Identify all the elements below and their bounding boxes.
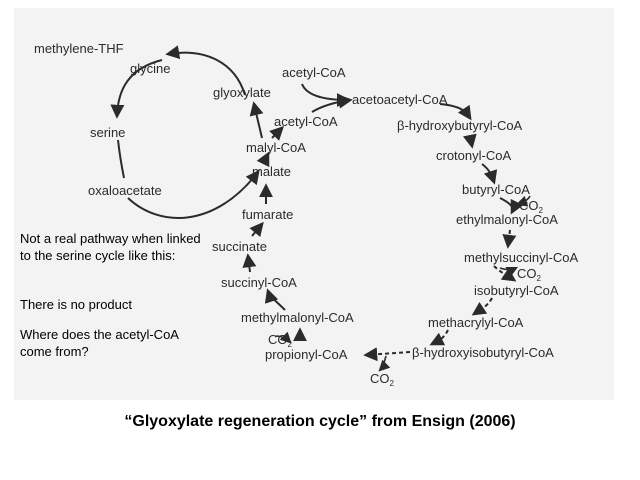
co2-labels: CO2 CO2 CO2 CO2	[268, 198, 544, 388]
arrow-hydroxyisobutyryl-to-propionyl	[363, 347, 411, 362]
co2-in-ethylmalonyl-arrow	[515, 195, 531, 207]
arrow-malylcoa-to-glyoxylate	[249, 101, 264, 139]
arrow-glyoxylate-to-glycine	[165, 45, 246, 96]
note-not-real-pathway: Not a real pathway when linked to the se…	[20, 231, 201, 263]
label-methylmalonyl-coa: methylmalonyl-CoA	[241, 310, 354, 325]
label-methylene-thf: methylene-THF	[34, 41, 124, 56]
label-hydroxybutyryl-coa: β-hydroxybutyryl-CoA	[397, 118, 523, 133]
arrow-succinylcoa-to-succinate	[242, 253, 257, 273]
note-acetyl-coa-source: Where does the acetyl-CoA come from?	[20, 327, 179, 359]
arrow-acetyl-top-to-acetoacetyl	[301, 83, 351, 107]
co2-label-hydroxyisobutyryl: CO2	[370, 371, 395, 388]
label-succinate: succinate	[212, 239, 267, 254]
arrow-serine-to-oxaloacetate	[117, 139, 125, 179]
arrow-glycine-to-serine	[110, 59, 163, 119]
arrow-hydroxybutyryl-to-crotonyl	[462, 133, 477, 149]
left-arc-arrows	[242, 83, 353, 342]
arrow-methylmalonyl-to-succinylcoa	[264, 288, 286, 311]
co2-out-methylsuccinyl-arrow	[499, 266, 519, 278]
co2-label-propionyl: CO2	[268, 332, 293, 349]
compound-labels: methylene-THF glycine serine oxaloacetat…	[34, 41, 578, 362]
arrow-succinate-to-fumarate	[249, 221, 264, 238]
arrow-ethylmalonyl-to-methylsuccinyl	[502, 229, 517, 249]
arrow-malate-to-malylcoa	[256, 151, 270, 168]
arrow-butyryl-to-ethylmalonyl	[499, 197, 524, 215]
label-serine: serine	[90, 125, 125, 140]
label-acetyl-coa-inner: acetyl-CoA	[274, 114, 338, 129]
label-oxaloacetate: oxaloacetate	[88, 183, 162, 198]
co2-label-methylsuccinyl: CO2	[517, 266, 542, 283]
label-glycine: glycine	[130, 61, 170, 76]
figure-caption: “Glyoxylate regeneration cycle” from Ens…	[124, 413, 516, 430]
label-fumarate: fumarate	[242, 207, 293, 222]
co2-out-hydroxyisobutyryl-arrow	[378, 355, 391, 372]
label-succinyl-coa: succinyl-CoA	[221, 275, 297, 290]
label-propionyl-coa: propionyl-CoA	[265, 347, 348, 362]
label-methacrylyl-coa: methacrylyl-CoA	[428, 315, 524, 330]
serine-cycle-arrows	[110, 45, 260, 219]
arrow-malylcoa-to-acetylcoa	[269, 126, 284, 141]
label-acetyl-coa-top: acetyl-CoA	[282, 65, 346, 80]
arrow-acetoacetyl-to-hydroxybutyryl	[439, 103, 472, 121]
note-no-product: There is no product	[20, 297, 133, 312]
label-malyl-coa: malyl-CoA	[246, 140, 306, 155]
arrow-isobutyryl-to-methacrylyl	[471, 297, 493, 316]
arrow-crotonyl-to-butyryl	[481, 163, 498, 185]
right-arc-arrows	[363, 103, 524, 362]
co2-in-propionyl-arrow	[275, 331, 292, 344]
label-ethylmalonyl-coa: ethylmalonyl-CoA	[456, 212, 558, 227]
arrow-oxaloacetate-to-malate	[127, 169, 260, 219]
label-butyryl-coa: butyryl-CoA	[462, 182, 530, 197]
arrow-acetylcoa-to-acetoacetyl	[311, 94, 353, 113]
arrow-methacrylyl-to-hydroxyisobutyryl	[429, 329, 449, 346]
label-isobutyryl-coa: isobutyryl-CoA	[474, 283, 559, 298]
label-glyoxylate: glyoxylate	[213, 85, 271, 100]
co2-label-ethylmalonyl: CO2	[519, 198, 544, 215]
label-malate: malate	[252, 164, 291, 179]
label-methylsuccinyl-coa: methylsuccinyl-CoA	[464, 250, 578, 265]
label-crotonyl-coa: crotonyl-CoA	[436, 148, 511, 163]
label-acetoacetyl-coa: acetoacetyl-CoA	[352, 92, 448, 107]
label-hydroxyisobutyryl-coa: β-hydroxyisobutyryl-CoA	[412, 345, 554, 360]
arrow-methylsuccinyl-to-isobutyryl	[493, 265, 517, 282]
co2-arrows	[275, 195, 531, 372]
